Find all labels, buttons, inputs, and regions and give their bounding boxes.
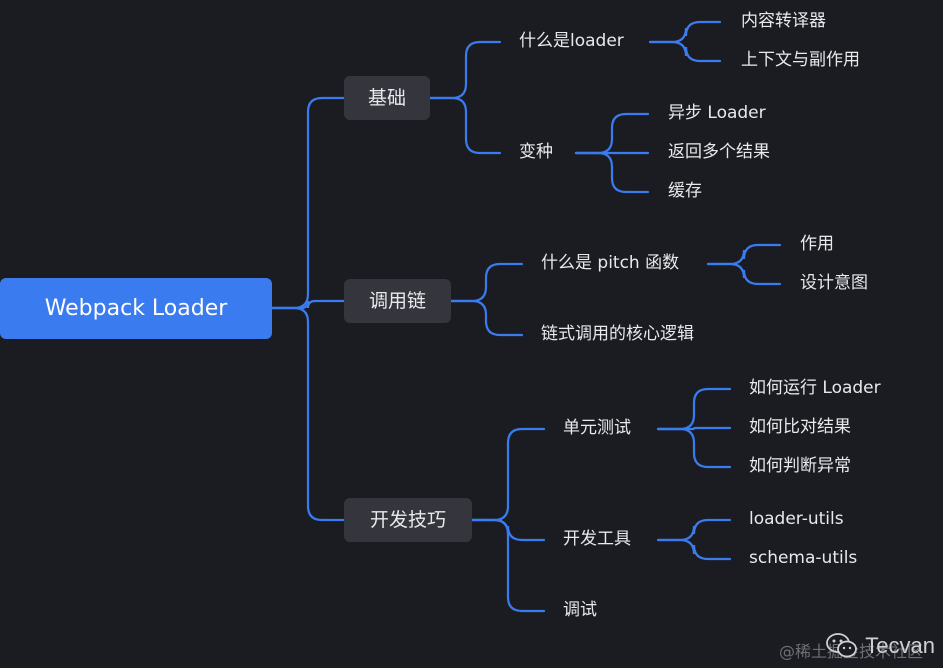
sub-dev-tools[interactable]: 开发工具 <box>563 529 631 549</box>
link-pitch-leaf1 <box>706 262 782 286</box>
leaf-cache[interactable]: 缓存 <box>668 181 702 201</box>
branch-dev-tips[interactable]: 开发技巧 <box>344 498 472 542</box>
watermark-brand: Tecvan <box>865 633 935 658</box>
leaf-design-intent[interactable]: 设计意图 <box>800 273 868 293</box>
link-loader-leaf0 <box>648 20 722 44</box>
branch-call-chain[interactable]: 调用链 <box>344 279 451 323</box>
leaf-context-side-effects[interactable]: 上下文与副作用 <box>741 50 860 70</box>
link-dev-debug <box>470 518 546 613</box>
sub-chain-core-logic[interactable]: 链式调用的核心逻辑 <box>541 324 694 344</box>
link-root-call-chain <box>270 299 346 310</box>
leaf-schema-utils[interactable]: schema-utils <box>749 548 858 568</box>
link-unit-leaf2 <box>656 427 732 469</box>
link-basics-variants <box>428 96 502 155</box>
leaf-purpose[interactable]: 作用 <box>800 234 834 254</box>
sub-what-is-pitch[interactable]: 什么是 pitch 函数 <box>541 253 680 273</box>
sub-debug[interactable]: 调试 <box>563 600 597 620</box>
link-variants-leaf2 <box>574 151 650 194</box>
leaf-content-transpiler[interactable]: 内容转译器 <box>741 11 826 31</box>
leaf-how-run-loader[interactable]: 如何运行 Loader <box>749 378 881 398</box>
link-unit-leaf1 <box>656 426 732 431</box>
link-tools-leaf1 <box>656 538 732 561</box>
link-tools-leaf0 <box>656 518 732 542</box>
sub-what-is-loader[interactable]: 什么是loader <box>519 31 624 51</box>
link-root-dev-tips <box>270 306 346 522</box>
sub-variants[interactable]: 变种 <box>519 142 553 162</box>
root-node[interactable]: Webpack Loader <box>0 278 272 339</box>
link-chain-pitch <box>449 262 524 303</box>
leaf-how-judge-errors[interactable]: 如何判断异常 <box>749 456 851 476</box>
wechat-icon <box>825 632 859 660</box>
link-dev-unit <box>470 427 546 522</box>
link-variants-leaf0 <box>574 112 650 155</box>
link-root-basics <box>270 96 346 310</box>
leaf-multiple-results[interactable]: 返回多个结果 <box>668 142 770 162</box>
sub-unit-test[interactable]: 单元测试 <box>563 418 631 438</box>
watermark: Tecvan <box>825 632 935 660</box>
link-basics-loader <box>428 40 502 100</box>
link-pitch-leaf0 <box>706 243 782 266</box>
leaf-how-compare-results[interactable]: 如何比对结果 <box>749 417 851 437</box>
leaf-loader-utils[interactable]: loader-utils <box>749 509 844 529</box>
branch-basics[interactable]: 基础 <box>344 76 430 120</box>
link-chain-core <box>449 299 524 337</box>
link-unit-leaf0 <box>656 387 732 431</box>
leaf-async-loader[interactable]: 异步 Loader <box>668 103 766 123</box>
link-loader-leaf1 <box>648 40 722 63</box>
